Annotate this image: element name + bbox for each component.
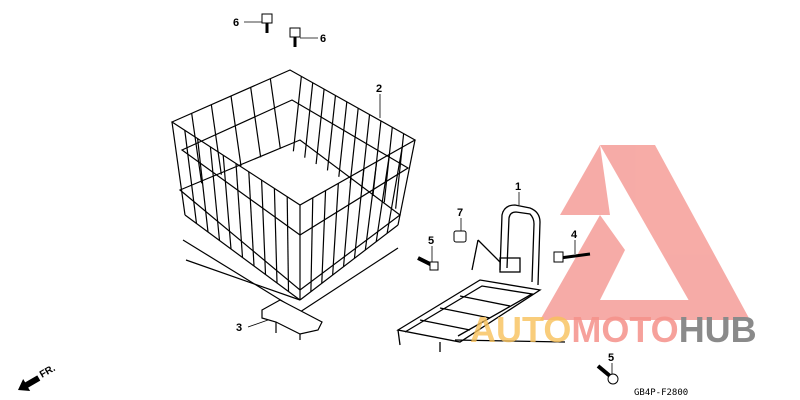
- basket-wire: [185, 259, 301, 301]
- basket-wire: [230, 95, 242, 167]
- basket-wire: [269, 78, 281, 149]
- basket-wire: [315, 89, 325, 165]
- callout-3: 3: [236, 322, 242, 334]
- diagram-code: GB4P-F2800: [634, 388, 688, 398]
- basket-plate: [261, 299, 323, 340]
- basket-wire: [248, 171, 255, 267]
- basket-wire: [310, 197, 314, 292]
- callout-7: 7: [457, 207, 463, 219]
- leader-lines: [244, 21, 613, 374]
- bolt-top-left: [261, 13, 273, 33]
- callout-5: 5: [608, 352, 614, 364]
- basket-wire: [372, 120, 382, 196]
- basket-wire: [184, 130, 198, 224]
- callout-4: 4: [571, 229, 578, 241]
- svg-text:AUTOMOTOHUB: AUTOMOTOHUB: [470, 309, 757, 350]
- callout-6: 6: [320, 33, 326, 45]
- bolt-bottom: [596, 364, 619, 385]
- basket-wire: [386, 147, 403, 234]
- basket-wire: [191, 113, 203, 184]
- basket-wire: [338, 101, 348, 177]
- basket-wire: [235, 163, 244, 258]
- basket-wire: [304, 82, 314, 158]
- basket-wire: [184, 214, 301, 301]
- bolt-left: [417, 256, 439, 271]
- watermark-hub: HUB: [679, 309, 757, 350]
- basket-wire: [171, 121, 186, 216]
- basket-wire: [395, 133, 405, 209]
- front-direction-arrow-icon: [18, 375, 41, 392]
- carrier-bracket: [396, 204, 566, 352]
- basket-rim: [178, 139, 401, 291]
- basket-wire: [273, 188, 278, 284]
- basket: [170, 69, 417, 313]
- basket-wire: [210, 104, 222, 175]
- basket-wire: [349, 108, 359, 184]
- basket-wire: [342, 176, 352, 267]
- basket-wire: [321, 190, 327, 284]
- callout-2: 2: [376, 83, 382, 95]
- bolt-top-right: [289, 27, 301, 47]
- basket-wire: [332, 183, 339, 276]
- basket-wire: [286, 196, 290, 292]
- basket-wire: [197, 138, 209, 233]
- basket-wire: [222, 155, 232, 250]
- basket-wire: [261, 180, 267, 275]
- basket-wire: [209, 146, 221, 241]
- callout-1: 1: [515, 181, 521, 193]
- basket-wire: [292, 76, 302, 152]
- basket-rim: [180, 99, 410, 236]
- basket-wire: [383, 127, 393, 203]
- basket-wire: [397, 139, 416, 226]
- basket-wire: [299, 247, 399, 313]
- callout-5: 5: [428, 235, 434, 247]
- basket-wire: [250, 87, 262, 158]
- watermark-moto: MOTO: [571, 309, 678, 350]
- nut: [453, 230, 467, 243]
- basket-wire: [326, 95, 337, 171]
- watermark-auto: AUTO: [470, 309, 571, 350]
- front-direction-label: FR.: [38, 363, 58, 381]
- basket-wire: [299, 224, 399, 301]
- callout-6: 6: [233, 17, 239, 29]
- basket-wire: [360, 114, 371, 190]
- watermark-logo: [540, 145, 750, 320]
- bolt-right: [553, 251, 591, 263]
